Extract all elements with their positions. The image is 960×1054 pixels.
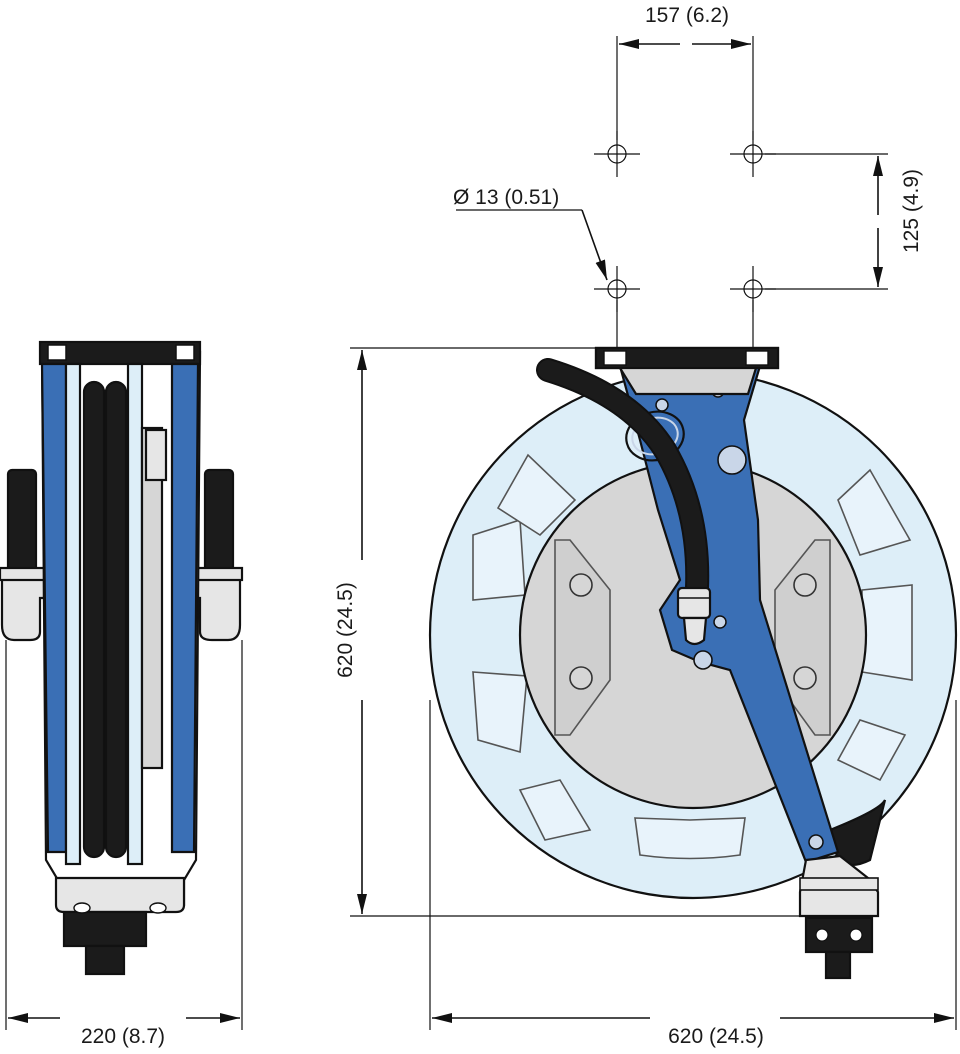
blue-side-plate-right: [170, 362, 200, 854]
hose-outlet-connector: [62, 910, 148, 948]
mounting-bracket-top: [38, 340, 202, 366]
overall-width-label: 620 (24.5): [668, 1025, 764, 1048]
drum-wall-left: [64, 362, 82, 866]
hole-diameter-label: Ø 13 (0.51): [453, 186, 559, 209]
hub-plate-right: [774, 539, 831, 736]
hole-spacing-horizontal-label: 157 (6.2): [645, 4, 729, 27]
mount-foot: [54, 876, 186, 914]
hub-plate-left: [554, 539, 611, 736]
hose-coil-2: [104, 380, 128, 859]
drum-slots: [472, 453, 913, 860]
side-hose-right: [203, 468, 235, 582]
depth-dimension-label: 220 (8.7): [81, 1025, 165, 1048]
hose-fitting: [676, 586, 712, 620]
elbow-fitting-left: [0, 576, 46, 642]
hub-column: [140, 426, 164, 770]
hole-spacing-vertical-label: 125 (4.9): [900, 169, 923, 253]
hose-coil-1: [82, 380, 106, 859]
overall-height-label: 620 (24.5): [334, 582, 357, 678]
mounting-hole-pattern: 157 (6.2) 125 (4.9) Ø 13 (0.51): [453, 4, 923, 348]
drum-wall-right: [126, 362, 144, 866]
overall-dimensions: 620 (24.5) 620 (24.5): [334, 347, 957, 1048]
front-view: [428, 346, 958, 980]
elbow-fitting-right: [194, 576, 242, 642]
side-view: 220 (8.7): [0, 340, 244, 1048]
side-hose-left: [6, 468, 38, 582]
